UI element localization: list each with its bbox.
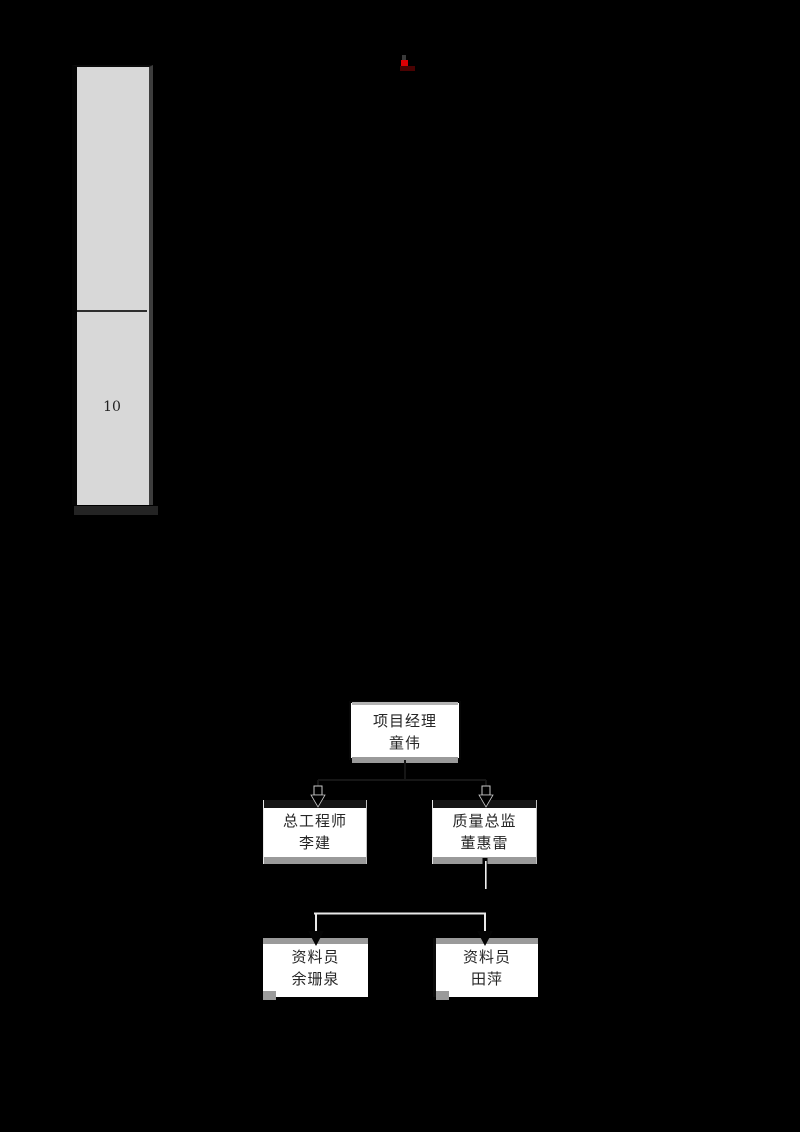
org-node-document-clerk-2: 资料员 田萍 [433, 938, 538, 1000]
red-marker-icon [400, 55, 415, 71]
org-node-person-name: 童伟 [388, 734, 421, 752]
left-table-cell-divider [77, 310, 147, 312]
box-corner-shadow [263, 991, 276, 1000]
org-node-root-topstrip [352, 702, 458, 705]
org-node-person-name: 李建 [298, 834, 331, 852]
org-node-title: 资料员 [291, 948, 340, 966]
org-node-chief-engineer: 总工程师 李建 [263, 800, 367, 864]
org-node-root-shadow [352, 757, 458, 763]
connector-root-to-level2 [317, 760, 487, 787]
org-node-title: 总工程师 [282, 812, 347, 830]
red-marker-dot [401, 60, 408, 66]
org-node-quality-director: 质量总监 董惠雷 [432, 800, 537, 864]
box-bottom-shadow [264, 857, 366, 864]
org-node-title: 项目经理 [372, 712, 437, 730]
org-node-title: 质量总监 [452, 812, 517, 830]
left-table-cell-shadow [74, 506, 158, 515]
box-top-bar [264, 800, 366, 808]
box-bottom-shadow [433, 857, 536, 864]
box-corner-shadow [436, 991, 449, 1000]
org-node-person-name: 田萍 [470, 970, 503, 988]
org-node-project-manager: 项目经理 童伟 [349, 701, 461, 760]
red-marker-cap [402, 55, 406, 60]
red-marker-fade [400, 66, 415, 71]
left-table-cell-label: 10 [103, 399, 121, 415]
left-table-cell [72, 65, 153, 505]
org-node-title: 资料员 [462, 948, 511, 966]
org-node-person-name: 余珊泉 [291, 970, 340, 988]
org-node-person-name: 董惠雷 [460, 834, 509, 852]
box-top-bar [433, 800, 536, 808]
connector-qd-to-level3 [313, 858, 488, 933]
org-node-document-clerk-1: 资料员 余珊泉 [263, 938, 368, 1000]
